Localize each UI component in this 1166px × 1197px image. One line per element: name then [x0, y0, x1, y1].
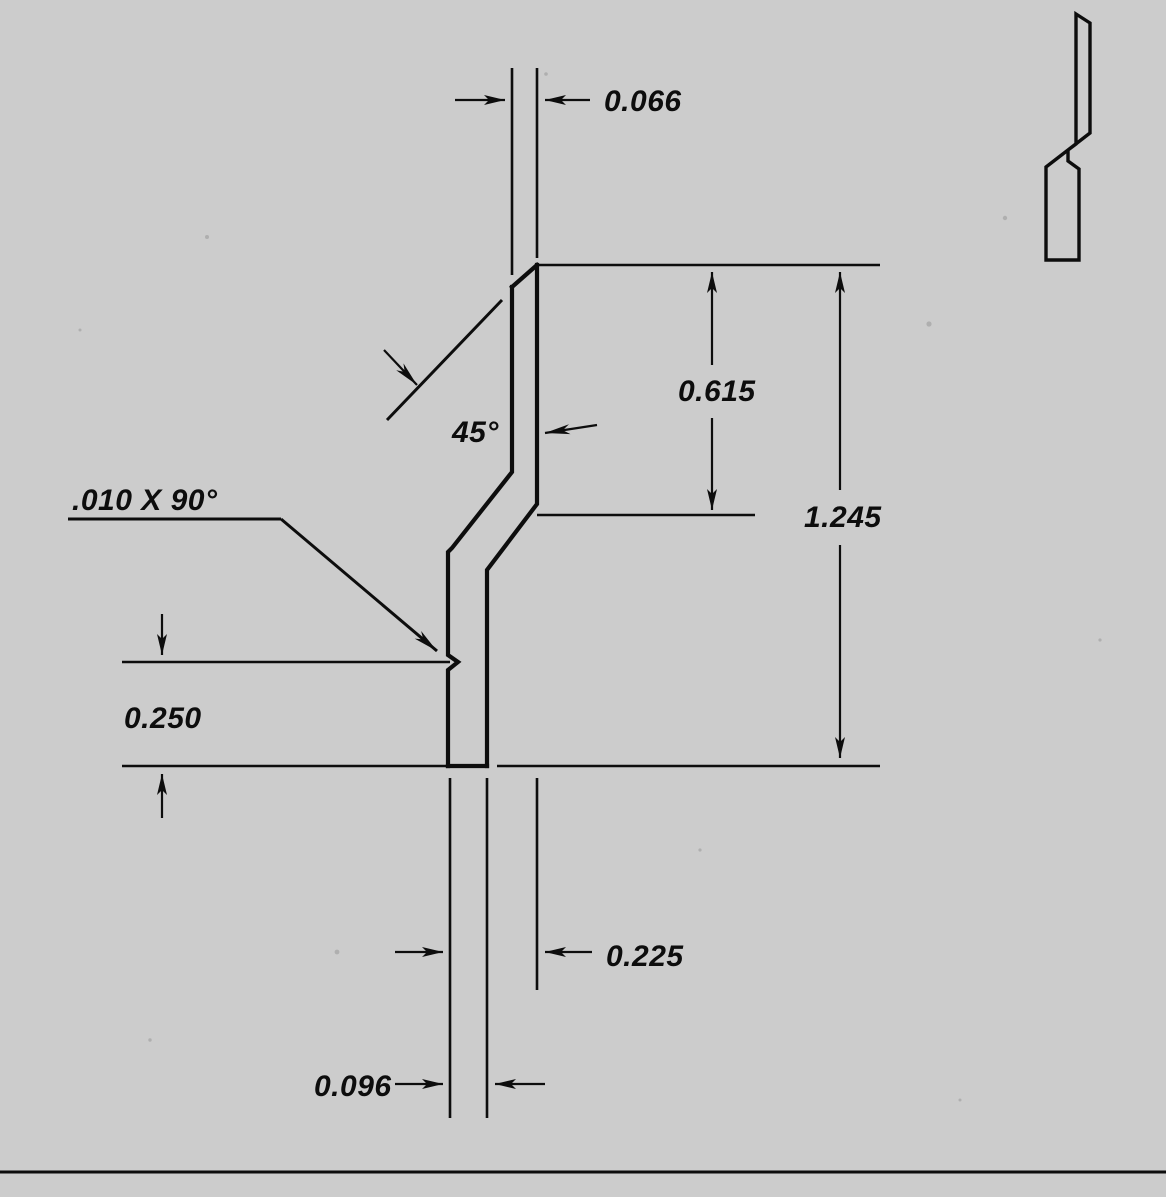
dimension-group-0.096: 0.096: [314, 1070, 545, 1103]
angle-leader-arrow: [383, 349, 418, 386]
dimension-group-0.225: 0.225: [395, 778, 684, 1118]
dimension-value-0.096: 0.096: [314, 1070, 392, 1103]
edge-leader-arrow: [544, 423, 598, 435]
right-extension-lines: [497, 263, 880, 768]
angle-value-45: 45°: [451, 416, 499, 449]
part-top-edge: [509, 262, 540, 290]
dimension-value-1.245: 1.245: [804, 501, 882, 534]
dimension-value-0.250: 0.250: [124, 702, 202, 735]
inset-part-outline: [1044, 10, 1092, 262]
angle-reference-line: [385, 298, 504, 422]
dimension-group-0.250: 0.250: [122, 614, 455, 818]
part-outline-main: [445, 262, 540, 769]
angle-indicator-group: 45°: [383, 298, 598, 449]
dimension-group-1.245: 1.245: [804, 272, 882, 758]
dimension-group-0.066: 0.066: [455, 68, 682, 275]
dimension-value-0.066: 0.066: [604, 85, 682, 118]
part-edge-right: [484, 262, 540, 769]
chamfer-note-group: .010 X 90°: [68, 484, 438, 653]
dimension-value-0.225: 0.225: [606, 940, 684, 973]
chamfer-note-text: .010 X 90°: [72, 484, 218, 517]
part-edge-left: [445, 284, 515, 769]
dimension-value-0.615: 0.615: [678, 375, 756, 408]
paper-speckle: [78, 72, 1102, 1102]
chamfer-leader-line: [280, 517, 438, 653]
dimension-group-0.615: 0.615: [678, 272, 756, 510]
inset-part-view: [1044, 10, 1092, 262]
